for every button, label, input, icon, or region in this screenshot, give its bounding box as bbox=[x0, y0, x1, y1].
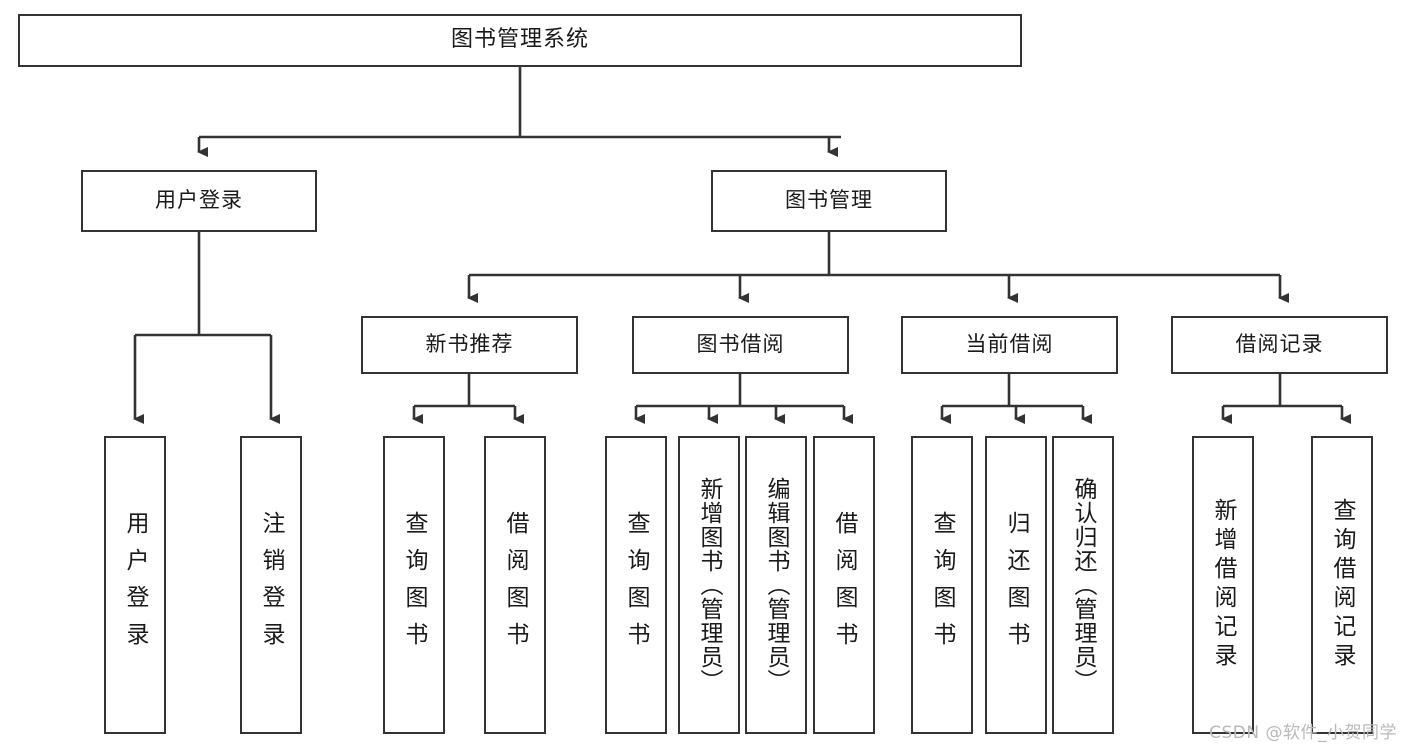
node-leaf-edit-book-admin[interactable]: 编辑图书（管理员） bbox=[745, 436, 807, 734]
node-book-manage[interactable]: 图书管理 bbox=[711, 170, 947, 232]
node-borrow-record[interactable]: 借阅记录 bbox=[1171, 316, 1388, 374]
node-leaf-query-borrow-record[interactable]: 查询借阅记录 bbox=[1311, 436, 1373, 734]
node-leaf-return-book[interactable]: 归还图书 bbox=[985, 436, 1047, 734]
node-leaf-user-login[interactable]: 用户登录 bbox=[104, 436, 166, 734]
node-leaf-borrow-book-2[interactable]: 借阅图书 bbox=[813, 436, 875, 734]
node-new-book-recommend[interactable]: 新书推荐 bbox=[361, 316, 578, 374]
node-leaf-query-book-2[interactable]: 查询图书 bbox=[605, 436, 667, 734]
node-book-borrow[interactable]: 图书借阅 bbox=[632, 316, 849, 374]
node-leaf-confirm-return-admin[interactable]: 确认归还（管理员） bbox=[1052, 436, 1114, 734]
node-leaf-query-book-3[interactable]: 查询图书 bbox=[911, 436, 973, 734]
node-current-borrow[interactable]: 当前借阅 bbox=[901, 316, 1118, 374]
node-leaf-add-book-admin[interactable]: 新增图书（管理员） bbox=[678, 436, 740, 734]
node-leaf-add-borrow-record[interactable]: 新增借阅记录 bbox=[1192, 436, 1254, 734]
node-leaf-user-logout[interactable]: 注销登录 bbox=[240, 436, 302, 734]
node-leaf-borrow-book-1[interactable]: 借阅图书 bbox=[484, 436, 546, 734]
node-user-login[interactable]: 用户登录 bbox=[81, 170, 317, 232]
watermark-text: CSDN @软件_小贺同学 bbox=[1209, 723, 1397, 743]
node-root-system[interactable]: 图书管理系统 bbox=[18, 14, 1022, 67]
node-leaf-query-book-1[interactable]: 查询图书 bbox=[383, 436, 445, 734]
